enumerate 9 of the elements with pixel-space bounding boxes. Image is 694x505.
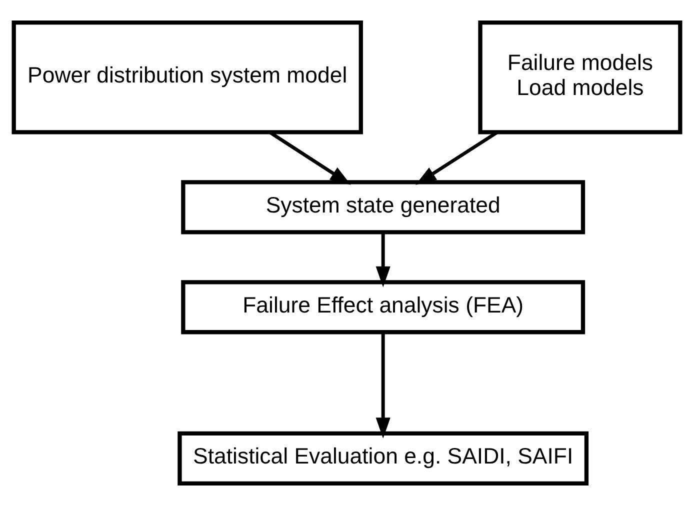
node-box: Power distribution system model (12, 20, 363, 134)
arrow (268, 130, 351, 184)
node-box: Failure models Load models (478, 20, 682, 134)
node-box: Failure Effect analysis (FEA) (181, 280, 586, 334)
arrow (376, 332, 390, 438)
node-box: System state generated (181, 180, 586, 234)
node-box: Statistical Evaluation e.g. SAIDI, SAIFI (178, 430, 589, 486)
arrow (416, 130, 498, 184)
arrow (376, 232, 390, 287)
